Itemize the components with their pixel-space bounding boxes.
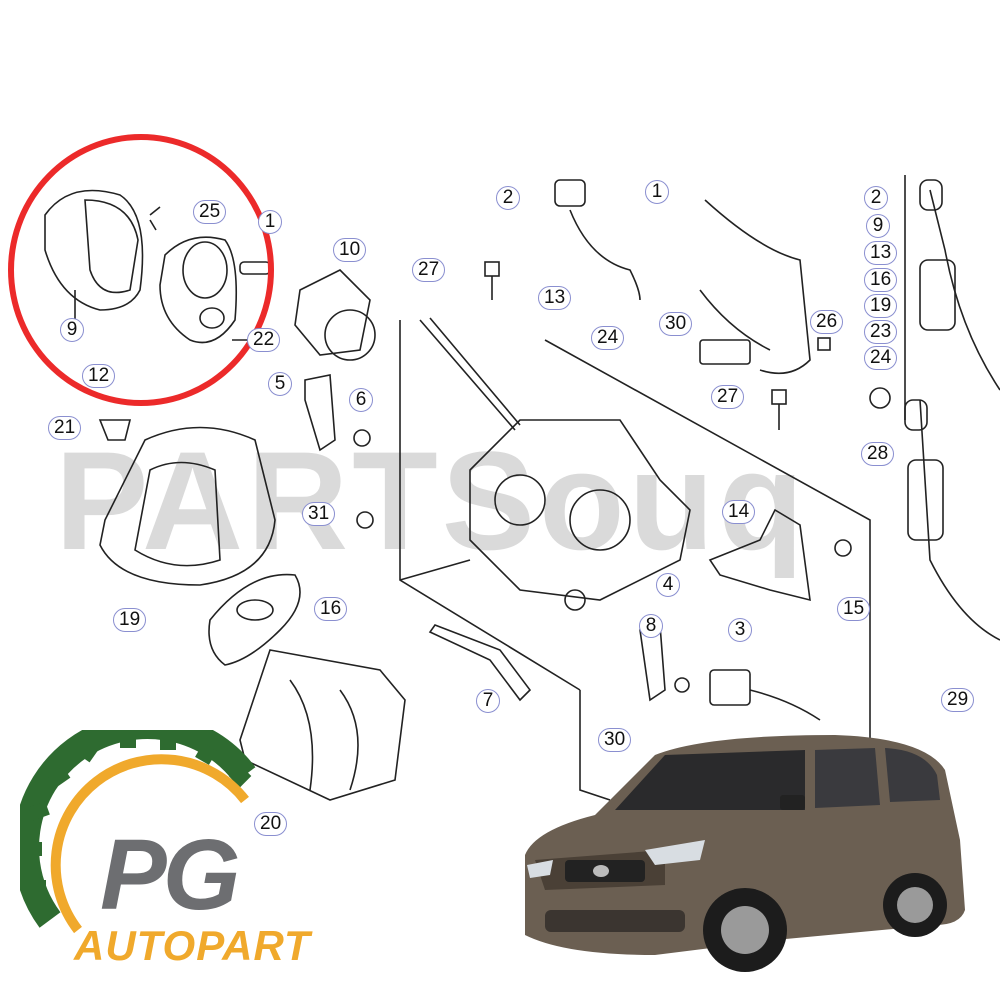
logo-text-autopart: AUTOPART <box>74 922 311 969</box>
callout-16: 16 <box>864 268 898 292</box>
callout-31: 31 <box>302 502 336 526</box>
callout-25: 25 <box>193 200 227 224</box>
callout-29: 29 <box>941 688 975 712</box>
callout-4: 4 <box>656 573 680 597</box>
callout-28: 28 <box>861 442 895 466</box>
callout-5: 5 <box>268 372 292 396</box>
watermark: PARTSouq <box>55 422 808 579</box>
car-photo <box>525 735 965 972</box>
callout-27: 27 <box>412 258 446 282</box>
part-19 <box>99 426 276 586</box>
logo-text-pg: PG <box>100 819 240 931</box>
part-24 <box>569 199 811 375</box>
callout-12: 12 <box>82 364 116 388</box>
callout-26: 26 <box>810 310 844 334</box>
callout-23: 23 <box>864 320 898 344</box>
callout-24: 24 <box>591 326 625 350</box>
callout-19: 19 <box>113 608 147 632</box>
callout-7: 7 <box>476 689 500 713</box>
part-7 <box>428 624 532 702</box>
pg-autopart-logo <box>20 730 256 934</box>
part-29 <box>919 189 1000 641</box>
callout-10: 10 <box>333 238 367 262</box>
callout-19: 19 <box>864 294 898 318</box>
callout-2: 2 <box>864 186 888 210</box>
honda-logo-icon <box>593 865 609 877</box>
callout-30: 30 <box>598 728 632 752</box>
callout-1: 1 <box>645 180 669 204</box>
callout-2: 2 <box>496 186 520 210</box>
callout-3: 3 <box>728 618 752 642</box>
callout-15: 15 <box>837 597 871 621</box>
part-14 <box>708 508 811 602</box>
callout-13: 13 <box>538 286 572 310</box>
callout-21: 21 <box>48 416 82 440</box>
callout-9: 9 <box>60 318 84 342</box>
part-13 <box>419 317 521 431</box>
part-3 <box>709 669 751 706</box>
callout-30: 30 <box>659 312 693 336</box>
callout-27: 27 <box>711 385 745 409</box>
callout-8: 8 <box>639 614 663 638</box>
callout-24: 24 <box>864 346 898 370</box>
part-10 <box>294 269 371 356</box>
callout-16: 16 <box>314 597 348 621</box>
highlight-circle <box>8 134 274 406</box>
callout-1: 1 <box>258 210 282 234</box>
callout-13: 13 <box>864 241 898 265</box>
callout-9: 9 <box>866 214 890 238</box>
callout-20: 20 <box>254 812 288 836</box>
part-20 <box>239 649 406 801</box>
part-16 <box>208 573 301 666</box>
callout-6: 6 <box>349 388 373 412</box>
callout-14: 14 <box>722 500 756 524</box>
callout-22: 22 <box>247 328 281 352</box>
